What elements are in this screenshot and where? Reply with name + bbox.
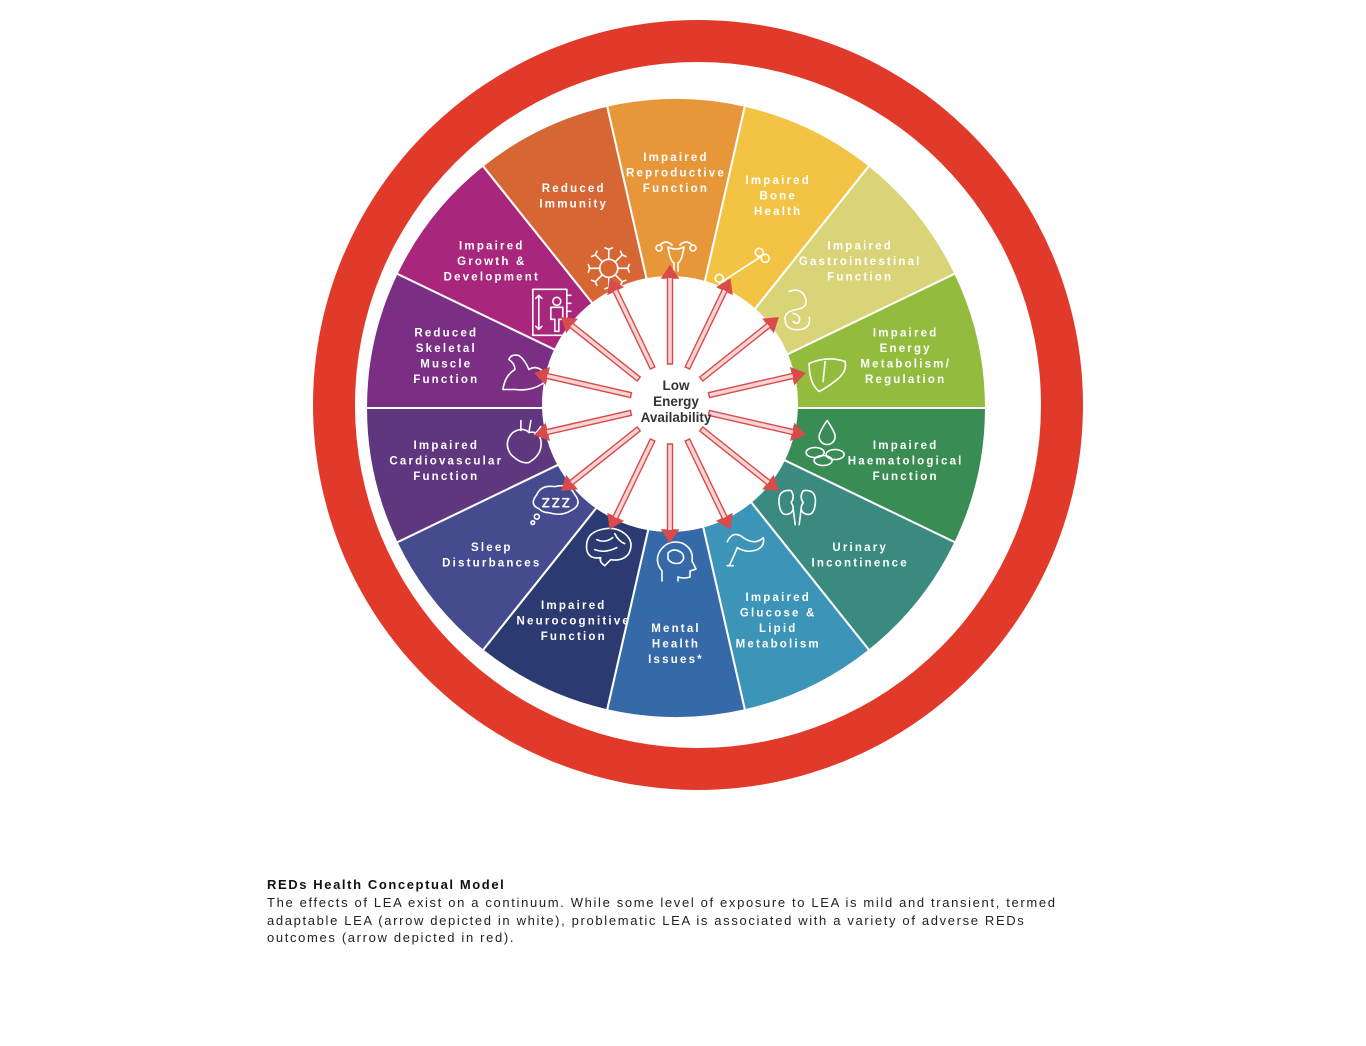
sleep-bubble-icon: [530, 484, 579, 526]
segment-label-line: Function: [873, 471, 939, 483]
segment-label-line: Regulation: [865, 374, 946, 386]
segment-label-line: Reduced: [542, 183, 606, 195]
blood-cells-icon: [805, 419, 845, 467]
arrow-head: [608, 514, 623, 529]
segment-label-line: Impaired: [414, 440, 480, 452]
segment-label-line: Impaired: [873, 327, 939, 339]
arrow-head: [562, 476, 577, 491]
segment-label-line: Incontinence: [812, 558, 909, 570]
arrow: [698, 426, 779, 491]
immune-cell-icon: [587, 247, 630, 290]
arrow-head: [662, 266, 678, 278]
segment-label-line: Impaired: [873, 440, 939, 452]
arrow-head: [763, 476, 778, 491]
segment-label-line: Impaired: [827, 241, 893, 253]
segment-label-line: Energy: [880, 343, 932, 355]
height-measure-icon: [532, 288, 572, 337]
segment-label-line: Impaired: [745, 175, 811, 187]
heart-icon: [506, 419, 542, 464]
caption: REDs Health Conceptual Model The effects…: [267, 877, 1097, 947]
bone-icon: [714, 247, 771, 291]
center-label-line-3: Availability: [641, 410, 712, 425]
arrow-head: [535, 424, 549, 440]
segment-label-line: Function: [413, 374, 479, 386]
segment-label-line: Function: [643, 183, 709, 195]
segment-label-line: Lipid: [759, 623, 797, 635]
segment-label-line: Haematological: [848, 455, 964, 467]
arrow-head: [717, 514, 732, 529]
center-circle: [542, 276, 798, 532]
reds-wheel-diagram: REDs: Relative Energy Deficiency in Spor…: [313, 20, 1083, 790]
segment-label-line: Impaired: [643, 152, 709, 164]
segment-label-line: Function: [827, 272, 893, 284]
arrow-head: [791, 424, 805, 440]
arrow-head: [717, 279, 732, 294]
segment-label-line: Urinary: [832, 542, 888, 554]
segment-label-line: Neurocognitive: [517, 615, 632, 627]
segment-label-line: Health: [754, 206, 802, 218]
caption-body: The effects of LEA exist on a continuum.…: [267, 895, 1057, 945]
caption-title: REDs Health Conceptual Model: [267, 877, 506, 892]
arrow: [534, 409, 633, 441]
segment-label-line: Metabolism: [736, 639, 821, 651]
segment-label-line: Function: [541, 631, 607, 643]
flexed-arm-icon: [502, 354, 547, 391]
segment-label-line: Impaired: [541, 600, 607, 612]
arrow-head: [662, 530, 678, 542]
liver-icon: [808, 358, 847, 393]
head-brain-icon: [656, 541, 697, 582]
center-label-line-2: Energy: [653, 394, 699, 409]
segment-label-line: Function: [413, 471, 479, 483]
pancreas-icon: [726, 533, 765, 567]
segment-label-line: Development: [444, 272, 540, 284]
segment-label-line: Metabolism/: [860, 358, 951, 370]
arrow: [707, 367, 806, 399]
wheel-segment: [605, 96, 747, 409]
segment-label-line: Muscle: [420, 358, 472, 370]
uterus-icon: [655, 241, 697, 272]
segment-label-line: Growth &: [457, 256, 526, 268]
center-label: Low Energy Availability: [641, 378, 712, 425]
arrow: [561, 317, 642, 382]
segment-label-line: Skeletal: [416, 343, 477, 355]
segment-label-line: Disturbances: [442, 558, 541, 570]
segment-label-line: Issues*: [648, 654, 704, 666]
arrow-head: [763, 317, 778, 332]
segment-label-line: Impaired: [459, 241, 525, 253]
segment-label-line: Health: [652, 639, 700, 651]
arrow-head: [791, 368, 805, 384]
segment-label-line: Immunity: [539, 198, 608, 210]
segment-label-line: Reduced: [414, 327, 478, 339]
segment-label-line: Mental: [651, 623, 701, 635]
segment-label-line: Cardiovascular: [389, 455, 503, 467]
segment-label-line: Gastrointestinal: [799, 256, 922, 268]
intestine-icon: [784, 289, 811, 331]
brain-icon: [585, 527, 632, 567]
segment-label-line: Glucose &: [740, 608, 817, 620]
arrow-head: [608, 279, 623, 294]
segment-label-line: Bone: [759, 191, 797, 203]
center-label-line-1: Low: [663, 378, 690, 393]
segment-label-line: Impaired: [745, 592, 811, 604]
segment-label-line: Sleep: [471, 542, 513, 554]
arrows-front-group: [534, 264, 806, 544]
arrow-head: [535, 368, 549, 384]
arrow-head: [562, 317, 577, 332]
segment-label-line: Reproductive: [626, 167, 726, 179]
kidney-icon: [778, 489, 817, 526]
